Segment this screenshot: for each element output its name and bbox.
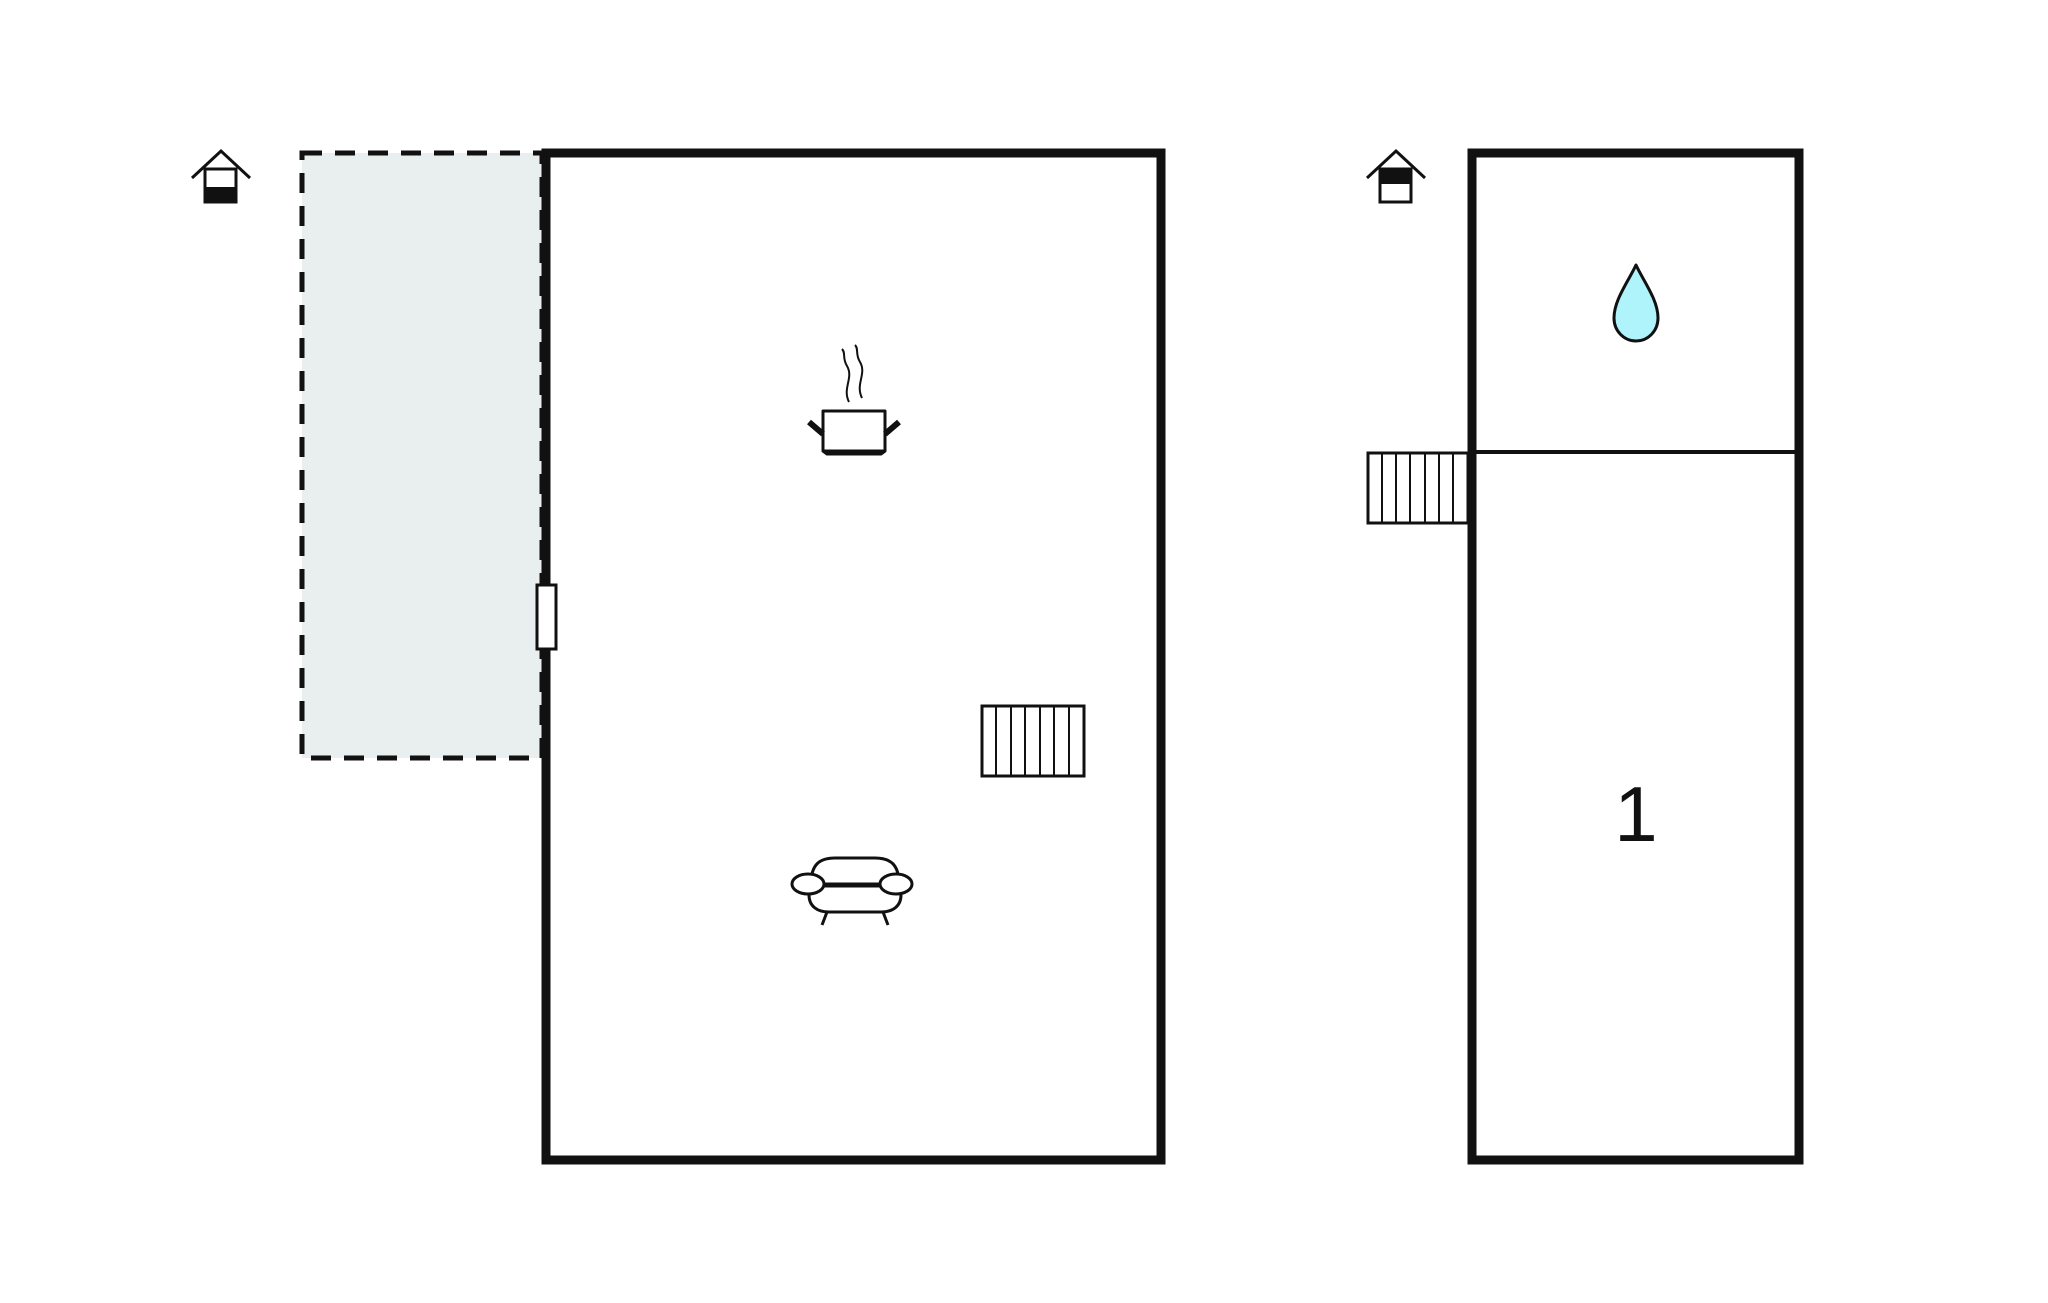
water-drop-icon — [1612, 263, 1660, 343]
sofa-icon — [790, 856, 914, 926]
kitchen-pot-icon — [807, 344, 901, 456]
door-icon — [535, 583, 558, 651]
stairs-icon — [980, 704, 1086, 778]
house-ground-floor-icon — [190, 148, 252, 204]
ground-floor — [190, 148, 1166, 1165]
stairs-icon — [1366, 451, 1470, 525]
terrace-area — [299, 150, 545, 761]
house-upper-floor-icon — [1365, 148, 1427, 204]
upper-floor: 1 — [1365, 148, 1804, 1165]
bedroom-number-label: 1 — [1614, 770, 1657, 858]
main-room — [541, 148, 1166, 1165]
